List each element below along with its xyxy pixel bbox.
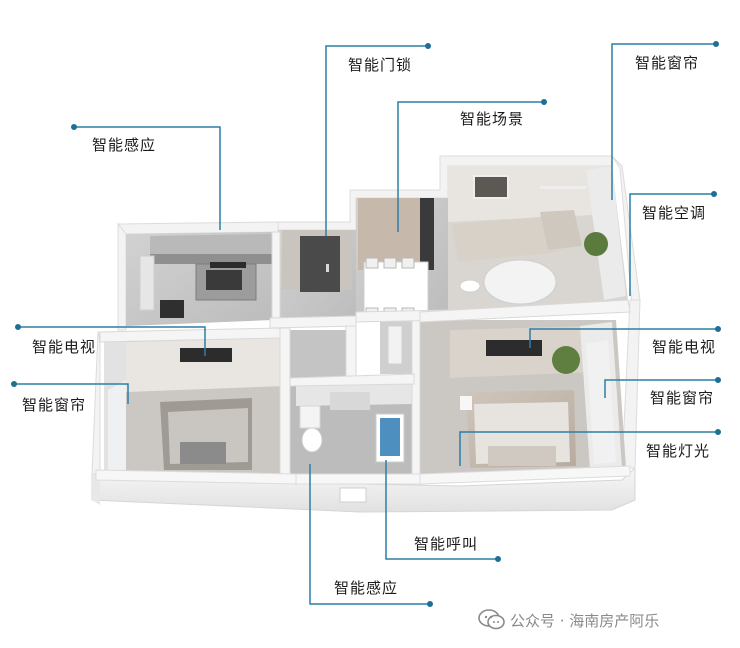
- callout-line-lighting: [459, 431, 718, 466]
- label-smart-call: 智能呼叫: [414, 535, 479, 553]
- callout-line-curtain-top: [611, 43, 716, 200]
- label-smart-curtain-top: 智能窗帘: [635, 54, 700, 72]
- front-wall: [95, 465, 631, 503]
- callout-dot-sensor-bath: [427, 601, 433, 607]
- bathroom: [288, 380, 414, 476]
- left-bedroom: [104, 338, 284, 474]
- callout-line-sensor-bath: [309, 464, 430, 605]
- callout-line-ac: [629, 193, 714, 296]
- entrance-hall: [278, 230, 356, 322]
- callout-dot-scene: [541, 99, 547, 105]
- callout-dot-call: [495, 556, 501, 562]
- label-smart-sensor-kitchen: 智能感应: [92, 136, 157, 154]
- label-smart-tv-left: 智能电视: [32, 338, 97, 356]
- utility-closets: [286, 318, 412, 380]
- exterior-walls: [91, 155, 641, 475]
- callout-line-tv-right: [529, 328, 718, 348]
- callout-dot-tv-right: [715, 326, 721, 332]
- callout-dot-tv-left: [15, 324, 21, 330]
- callout-line-scene: [397, 101, 544, 232]
- right-bedroom: [418, 320, 626, 474]
- callout-dot-lighting: [715, 429, 721, 435]
- label-smart-sensor-bath: 智能感应: [334, 579, 399, 597]
- callout-line-curtain-left: [14, 383, 129, 404]
- callout-line-curtain-right: [604, 379, 718, 398]
- callout-line-tv-left: [18, 326, 206, 356]
- label-smart-curtain-right: 智能窗帘: [650, 389, 715, 407]
- callout-dot-curtain-right: [715, 377, 721, 383]
- callout-dot-ac: [711, 191, 717, 197]
- callout-dot-curtain-top: [713, 41, 719, 47]
- watermark-text: 公众号 · 海南房产阿乐: [510, 612, 660, 630]
- callout-dot-curtain-left: [11, 381, 17, 387]
- label-smart-curtain-left: 智能窗帘: [22, 396, 87, 414]
- living-room: [448, 166, 628, 312]
- callout-dot-door-lock: [425, 43, 431, 49]
- label-smart-ac: 智能空调: [642, 204, 707, 222]
- label-smart-lighting: 智能灯光: [646, 442, 711, 460]
- interior-walls: [99, 231, 631, 477]
- callout-lines: [14, 43, 718, 605]
- callout-dot-sensor-kitchen: [71, 124, 77, 130]
- label-smart-door-lock: 智能门锁: [348, 56, 413, 74]
- callout-line-call: [385, 460, 498, 560]
- dining-area: [356, 198, 448, 322]
- callout-line-door-lock: [325, 45, 428, 236]
- label-smart-tv-right: 智能电视: [652, 338, 717, 356]
- kitchen: [126, 232, 272, 326]
- label-smart-scene: 智能场景: [460, 110, 525, 128]
- callout-dots: [11, 41, 721, 607]
- wechat-official-account-icon: [478, 609, 505, 630]
- callout-line-sensor-kitchen: [74, 126, 221, 230]
